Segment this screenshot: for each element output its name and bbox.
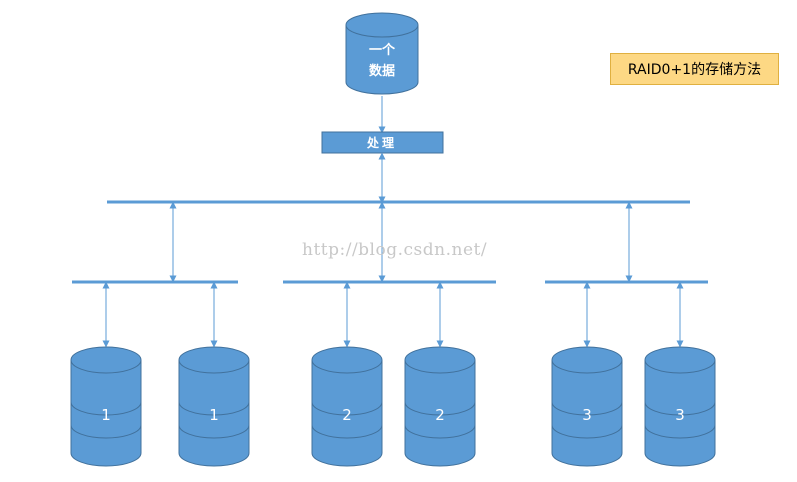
processor-box: 处理 — [321, 131, 444, 154]
disk-cylinder-4: 2 — [404, 346, 476, 467]
watermark-text: http://blog.csdn.net/ — [302, 240, 488, 260]
disk-label: 3 — [582, 406, 592, 424]
disk-cylinder-6: 3 — [644, 346, 716, 467]
disk-label: 3 — [675, 406, 685, 424]
disk-label: 2 — [435, 406, 445, 424]
disk-label: 1 — [101, 406, 111, 424]
disk-cylinder-2: 1 — [178, 346, 250, 467]
disk-label: 2 — [342, 406, 352, 424]
source-label-line2: 数据 — [369, 63, 395, 79]
disk-cylinder-1: 1 — [70, 346, 142, 467]
source-data-cylinder: 一个 数据 — [345, 12, 419, 95]
source-label-line1: 一个 — [369, 42, 396, 58]
disk-cylinder-5: 3 — [551, 346, 623, 467]
disk-label: 1 — [209, 406, 219, 424]
diagram-title: RAID0+1的存储方法 — [610, 53, 779, 85]
disk-cylinder-3: 2 — [311, 346, 383, 467]
processor-label: 处理 — [366, 135, 397, 150]
